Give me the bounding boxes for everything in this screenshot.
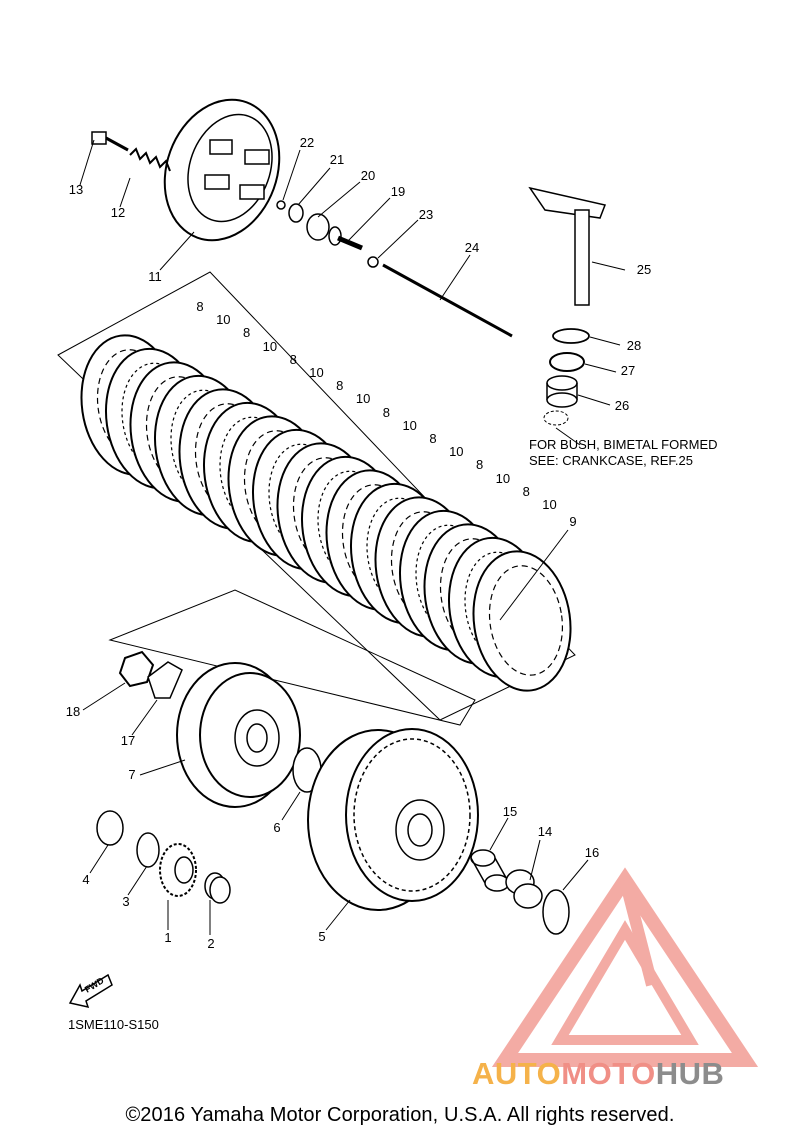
collar xyxy=(470,849,510,892)
callout-7: 7 xyxy=(128,767,136,782)
callout-4: 4 xyxy=(82,872,90,887)
bush-note: FOR BUSH, BIMETAL FORMED SEE: CRANKCASE,… xyxy=(529,437,718,469)
callout-16: 16 xyxy=(584,845,600,860)
callout-24: 24 xyxy=(464,240,480,255)
callout-3: 3 xyxy=(122,894,130,909)
bush-outline xyxy=(543,410,569,426)
bush-note-line2: SEE: CRANKCASE, REF.25 xyxy=(529,453,693,468)
callout-14: 14 xyxy=(537,824,553,839)
callout-13: 13 xyxy=(68,182,84,197)
washer-3 xyxy=(136,832,160,868)
callout-8-plate: 8 xyxy=(382,404,391,420)
callout-10-plate: 10 xyxy=(449,444,464,460)
callout-1: 1 xyxy=(164,930,172,945)
callout-6: 6 xyxy=(273,820,281,835)
push-rod-24 xyxy=(382,263,513,338)
callout-8-plate: 8 xyxy=(429,431,437,446)
callout-19: 19 xyxy=(390,184,406,199)
callout-8-plate: 8 xyxy=(289,351,297,367)
bearing-26 xyxy=(546,375,578,408)
callout-10-plate: 10 xyxy=(309,365,324,380)
clutch-boss xyxy=(176,662,301,808)
oil-seal-27 xyxy=(549,352,585,372)
diagram-code: 1SME110-S150 xyxy=(68,1017,159,1032)
lock-washer xyxy=(147,661,183,699)
callout-28: 28 xyxy=(626,338,642,353)
plate-inner-ring xyxy=(488,565,564,676)
washer-21 xyxy=(288,203,304,223)
callout-27: 27 xyxy=(620,363,636,378)
boss-group-outline xyxy=(108,589,476,726)
bush-note-line1: FOR BUSH, BIMETAL FORMED xyxy=(529,437,718,452)
callout-26: 26 xyxy=(614,398,630,413)
callout-8-plate: 8 xyxy=(196,299,204,314)
plate-group-outline xyxy=(57,271,576,721)
gear-1 xyxy=(159,843,197,897)
callout-8-plate: 8 xyxy=(475,457,484,473)
circlip-28 xyxy=(552,328,590,344)
callout-10-plate: 10 xyxy=(402,417,417,433)
callout-23: 23 xyxy=(418,207,434,222)
callout-20: 20 xyxy=(360,168,376,183)
push-rod-19 xyxy=(328,226,363,251)
copyright-notice: ©2016 Yamaha Motor Corporation, U.S.A. A… xyxy=(125,1104,675,1126)
callout-8-plate: 8 xyxy=(522,483,530,499)
callout-10-plate: 10 xyxy=(262,338,278,354)
callout-11: 11 xyxy=(148,269,162,284)
callout-9: 9 xyxy=(569,514,577,529)
circlip xyxy=(276,200,286,210)
needle-bearing xyxy=(505,869,543,909)
clutch-spring xyxy=(129,147,171,172)
watermark-logo xyxy=(491,867,759,1067)
plate-stack xyxy=(80,334,572,692)
clutch-bolt xyxy=(91,131,129,152)
push-lever-shaft xyxy=(528,186,607,306)
callout-22: 22 xyxy=(299,135,315,150)
ball-23 xyxy=(367,256,379,268)
washer-16 xyxy=(542,889,570,935)
callout-10-plate: 10 xyxy=(355,391,371,407)
nut xyxy=(118,650,155,688)
callout-5: 5 xyxy=(318,929,326,944)
callout-8-plate: 8 xyxy=(242,325,251,341)
clutch-housing xyxy=(307,728,479,911)
watermark-hub: HUB xyxy=(655,1056,725,1091)
callout-12: 12 xyxy=(110,205,126,220)
callout-10-plate: 10 xyxy=(495,470,511,486)
pressure-plate xyxy=(163,98,281,242)
bearing-20 xyxy=(306,213,330,241)
callout-10-plate: 10 xyxy=(216,312,231,328)
fwd-arrow-icon xyxy=(68,973,113,1009)
callout-8-plate: 8 xyxy=(336,378,344,394)
callout-17: 17 xyxy=(120,733,136,748)
callout-18: 18 xyxy=(65,704,81,719)
nut-4 xyxy=(96,810,124,846)
callout-25: 25 xyxy=(636,262,652,277)
watermark-text: AUTOMOTOHUB xyxy=(472,1056,724,1092)
callout-15: 15 xyxy=(502,804,518,819)
callout-10-plate: 10 xyxy=(542,497,557,512)
leader-lines xyxy=(79,139,626,935)
watermark-auto: AUTO xyxy=(472,1056,562,1091)
collar-2 xyxy=(204,872,231,904)
watermark-moto: MOTO xyxy=(561,1056,656,1091)
callout-21: 21 xyxy=(329,152,345,167)
plate-9 xyxy=(472,550,572,692)
callout-2: 2 xyxy=(207,936,215,951)
